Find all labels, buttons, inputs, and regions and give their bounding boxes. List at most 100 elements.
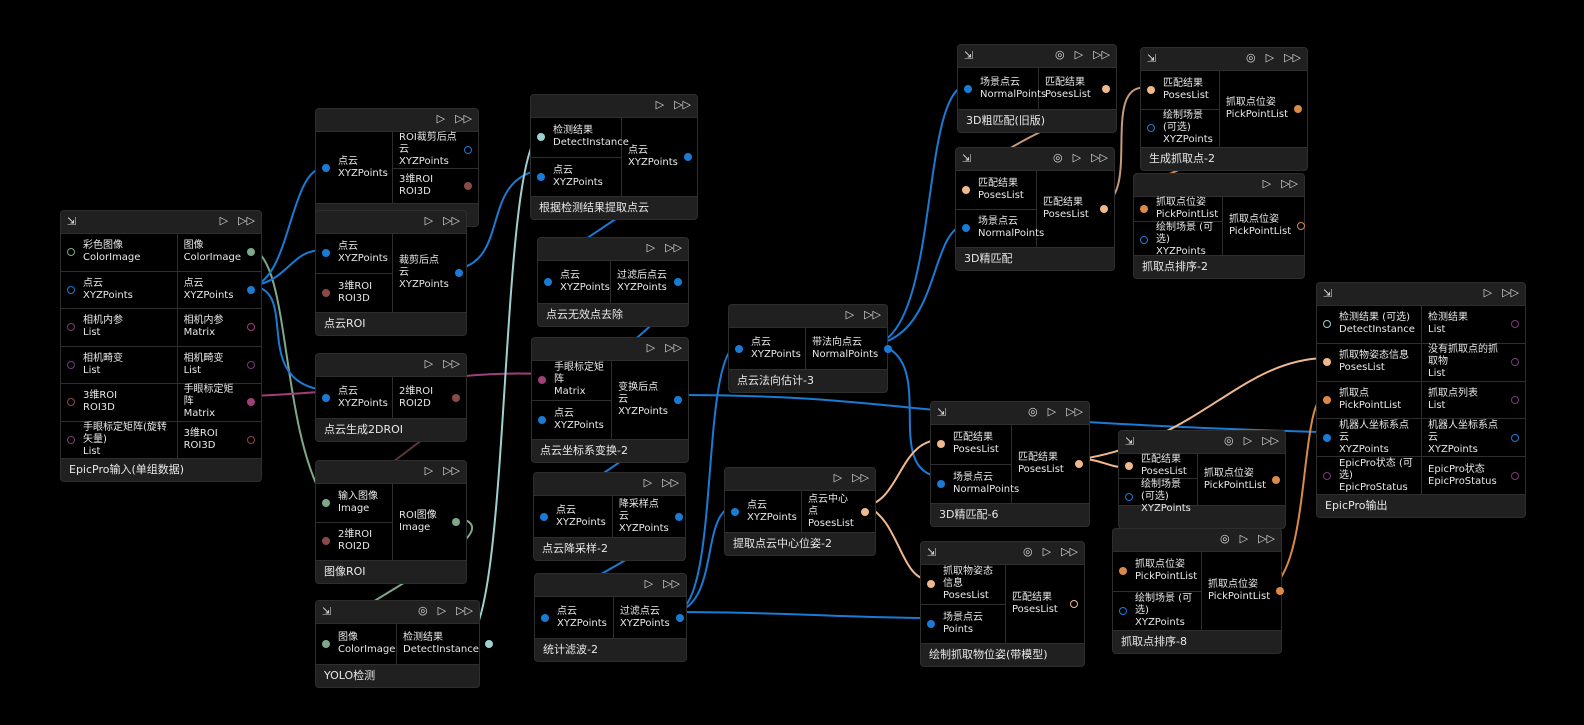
input-port[interactable]: EpicPro状态 (可选)EpicProStatus (1317, 457, 1421, 494)
run-button[interactable]: ▷ (644, 577, 654, 590)
port-connector-icon[interactable] (1125, 462, 1133, 470)
node-header[interactable]: ▷▷▷ (316, 211, 466, 233)
port-connector-icon[interactable] (1147, 124, 1155, 133)
port-connector-icon[interactable] (1511, 358, 1519, 367)
port-connector-icon[interactable] (964, 84, 972, 93)
port-connector-icon[interactable] (731, 507, 739, 516)
run-all-button[interactable]: ▷▷ (1091, 151, 1108, 164)
port-connector-icon[interactable] (1070, 600, 1078, 608)
port-connector-icon[interactable] (1323, 471, 1331, 480)
run-button[interactable]: ▷ (424, 357, 434, 370)
port-connector-icon[interactable] (67, 248, 75, 257)
graph-icon[interactable]: ⇲ (1323, 287, 1333, 300)
run-button[interactable]: ▷ (1042, 545, 1052, 558)
port-connector-icon[interactable] (247, 398, 255, 407)
port-connector-icon[interactable] (937, 440, 945, 449)
run-all-button[interactable]: ▷▷ (1281, 177, 1298, 190)
input-port[interactable]: 绘制场景 (可选)XYZPoints (1134, 222, 1222, 258)
node-header[interactable]: ▷▷▷ (532, 338, 688, 360)
port-connector-icon[interactable] (1323, 358, 1331, 367)
debug-icon[interactable]: ◎ (1023, 545, 1033, 558)
graph-icon[interactable]: ⇲ (937, 406, 947, 419)
port-connector-icon[interactable] (322, 537, 330, 546)
debug-icon[interactable]: ◎ (418, 604, 428, 617)
graph-icon[interactable]: ⇲ (1147, 52, 1157, 65)
run-all-button[interactable]: ▷▷ (662, 476, 679, 489)
run-button[interactable]: ▷ (1243, 434, 1253, 447)
port-connector-icon[interactable] (322, 163, 330, 172)
node-header[interactable]: ⇲◎▷▷▷ (958, 45, 1116, 67)
port-connector-icon[interactable] (464, 146, 472, 154)
port-connector-icon[interactable] (884, 344, 893, 353)
port-connector-icon[interactable] (674, 396, 682, 404)
run-button[interactable]: ▷ (436, 112, 446, 125)
graph-icon[interactable]: ⇲ (962, 152, 972, 165)
port-connector-icon[interactable] (67, 323, 75, 332)
port-connector-icon[interactable] (1102, 84, 1110, 93)
run-button[interactable]: ▷ (833, 471, 843, 484)
debug-icon[interactable]: ◎ (1028, 405, 1038, 418)
port-connector-icon[interactable] (540, 512, 548, 521)
run-all-button[interactable]: ▷▷ (456, 604, 473, 617)
port-connector-icon[interactable] (1511, 471, 1519, 480)
port-connector-icon[interactable] (674, 512, 683, 521)
port-connector-icon[interactable] (735, 344, 743, 353)
port-connector-icon[interactable] (67, 360, 75, 369)
run-button[interactable]: ▷ (1483, 286, 1493, 299)
port-connector-icon[interactable] (675, 613, 684, 622)
run-all-button[interactable]: ▷▷ (443, 214, 460, 227)
graph-icon[interactable]: ⇲ (964, 49, 974, 62)
port-connector-icon[interactable] (541, 613, 549, 622)
node-header[interactable]: ▷▷▷ (316, 461, 466, 483)
port-connector-icon[interactable] (247, 435, 255, 444)
port-connector-icon[interactable] (1147, 85, 1155, 94)
port-connector-icon[interactable] (1511, 395, 1519, 404)
node-header[interactable]: ▷▷▷ (534, 473, 685, 495)
port-connector-icon[interactable] (538, 376, 546, 385)
port-connector-icon[interactable] (1297, 222, 1306, 230)
port-connector-icon[interactable] (67, 285, 75, 294)
run-button[interactable]: ▷ (424, 464, 434, 477)
port-connector-icon[interactable] (1125, 493, 1133, 501)
run-all-button[interactable]: ▷▷ (665, 241, 682, 254)
input-port[interactable]: 手眼标定矩阵(旋转矢量)List (61, 422, 177, 459)
port-connector-icon[interactable] (861, 507, 869, 516)
node-header[interactable]: ⇲◎▷▷▷ (1141, 48, 1307, 70)
node-header[interactable]: ▷▷▷ (725, 468, 875, 490)
port-connector-icon[interactable] (674, 278, 682, 286)
port-connector-icon[interactable] (537, 133, 545, 142)
run-button[interactable]: ▷ (1074, 48, 1084, 61)
port-connector-icon[interactable] (67, 435, 75, 444)
